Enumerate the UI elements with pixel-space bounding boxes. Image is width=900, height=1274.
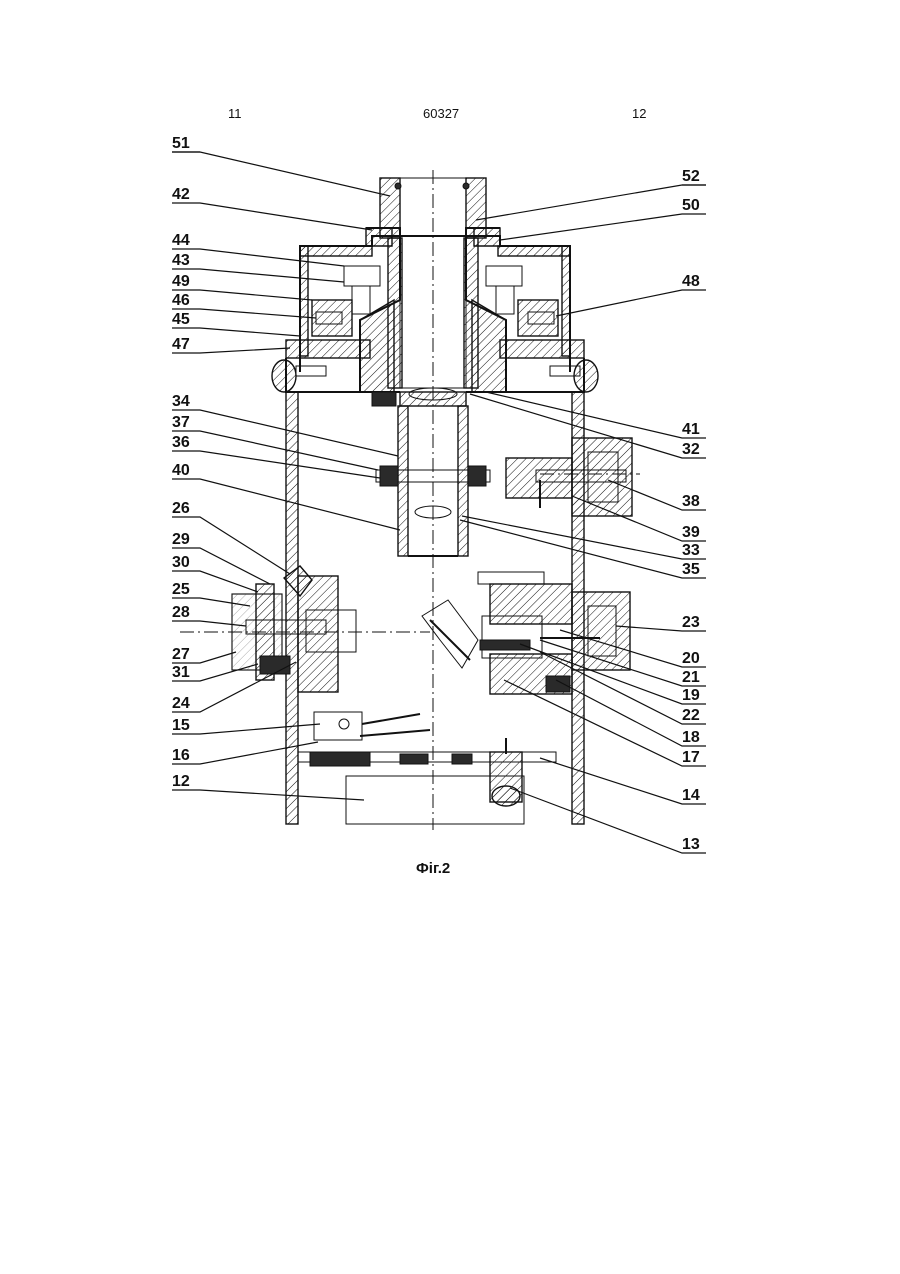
label-34: 34 [172,393,190,410]
label-45: 45 [172,311,190,328]
label-12: 12 [172,773,190,790]
label-51: 51 [172,135,190,152]
label-underlines [172,152,706,185]
label-17: 17 [682,749,700,766]
label-48: 48 [682,273,700,290]
label-37: 37 [172,414,190,431]
label-39: 39 [682,524,700,541]
label-16: 16 [172,747,190,764]
label-33: 33 [682,542,700,559]
label-42: 42 [172,186,190,203]
label-31: 31 [172,664,190,681]
label-49: 49 [172,273,190,290]
label-29: 29 [172,531,190,548]
label-21: 21 [682,669,700,686]
label-43: 43 [172,252,190,269]
label-52: 52 [682,168,700,185]
label-35: 35 [682,561,700,578]
label-40: 40 [172,462,190,479]
label-38: 38 [682,493,700,510]
label-27: 27 [172,646,190,663]
bottom-assembly [298,712,556,824]
label-44: 44 [172,232,190,249]
coupling [372,388,490,556]
label-25: 25 [172,581,190,598]
label-19: 19 [682,687,700,704]
label-46: 46 [172,292,190,309]
label-18: 18 [682,729,700,746]
figure-caption: Фіг.2 [416,860,450,877]
label-30: 30 [172,554,190,571]
label-23: 23 [682,614,700,631]
right-lower-mechanism [422,572,630,694]
label-28: 28 [172,604,190,621]
label-14: 14 [682,787,700,804]
label-32: 32 [682,441,700,458]
label-20: 20 [682,650,700,667]
label-15: 15 [172,717,190,734]
label-50: 50 [682,197,700,214]
bolts-top [312,266,558,336]
label-22: 22 [682,707,700,724]
label-26: 26 [172,500,190,517]
label-13: 13 [682,836,700,853]
label-36: 36 [172,434,190,451]
label-24: 24 [172,695,190,712]
right-upper-unit [506,438,632,516]
label-47: 47 [172,336,190,353]
flange [272,340,598,392]
label-41: 41 [682,421,700,438]
left-labels: 51 42 44 43 49 46 45 47 34 37 36 40 26 2… [172,135,190,790]
